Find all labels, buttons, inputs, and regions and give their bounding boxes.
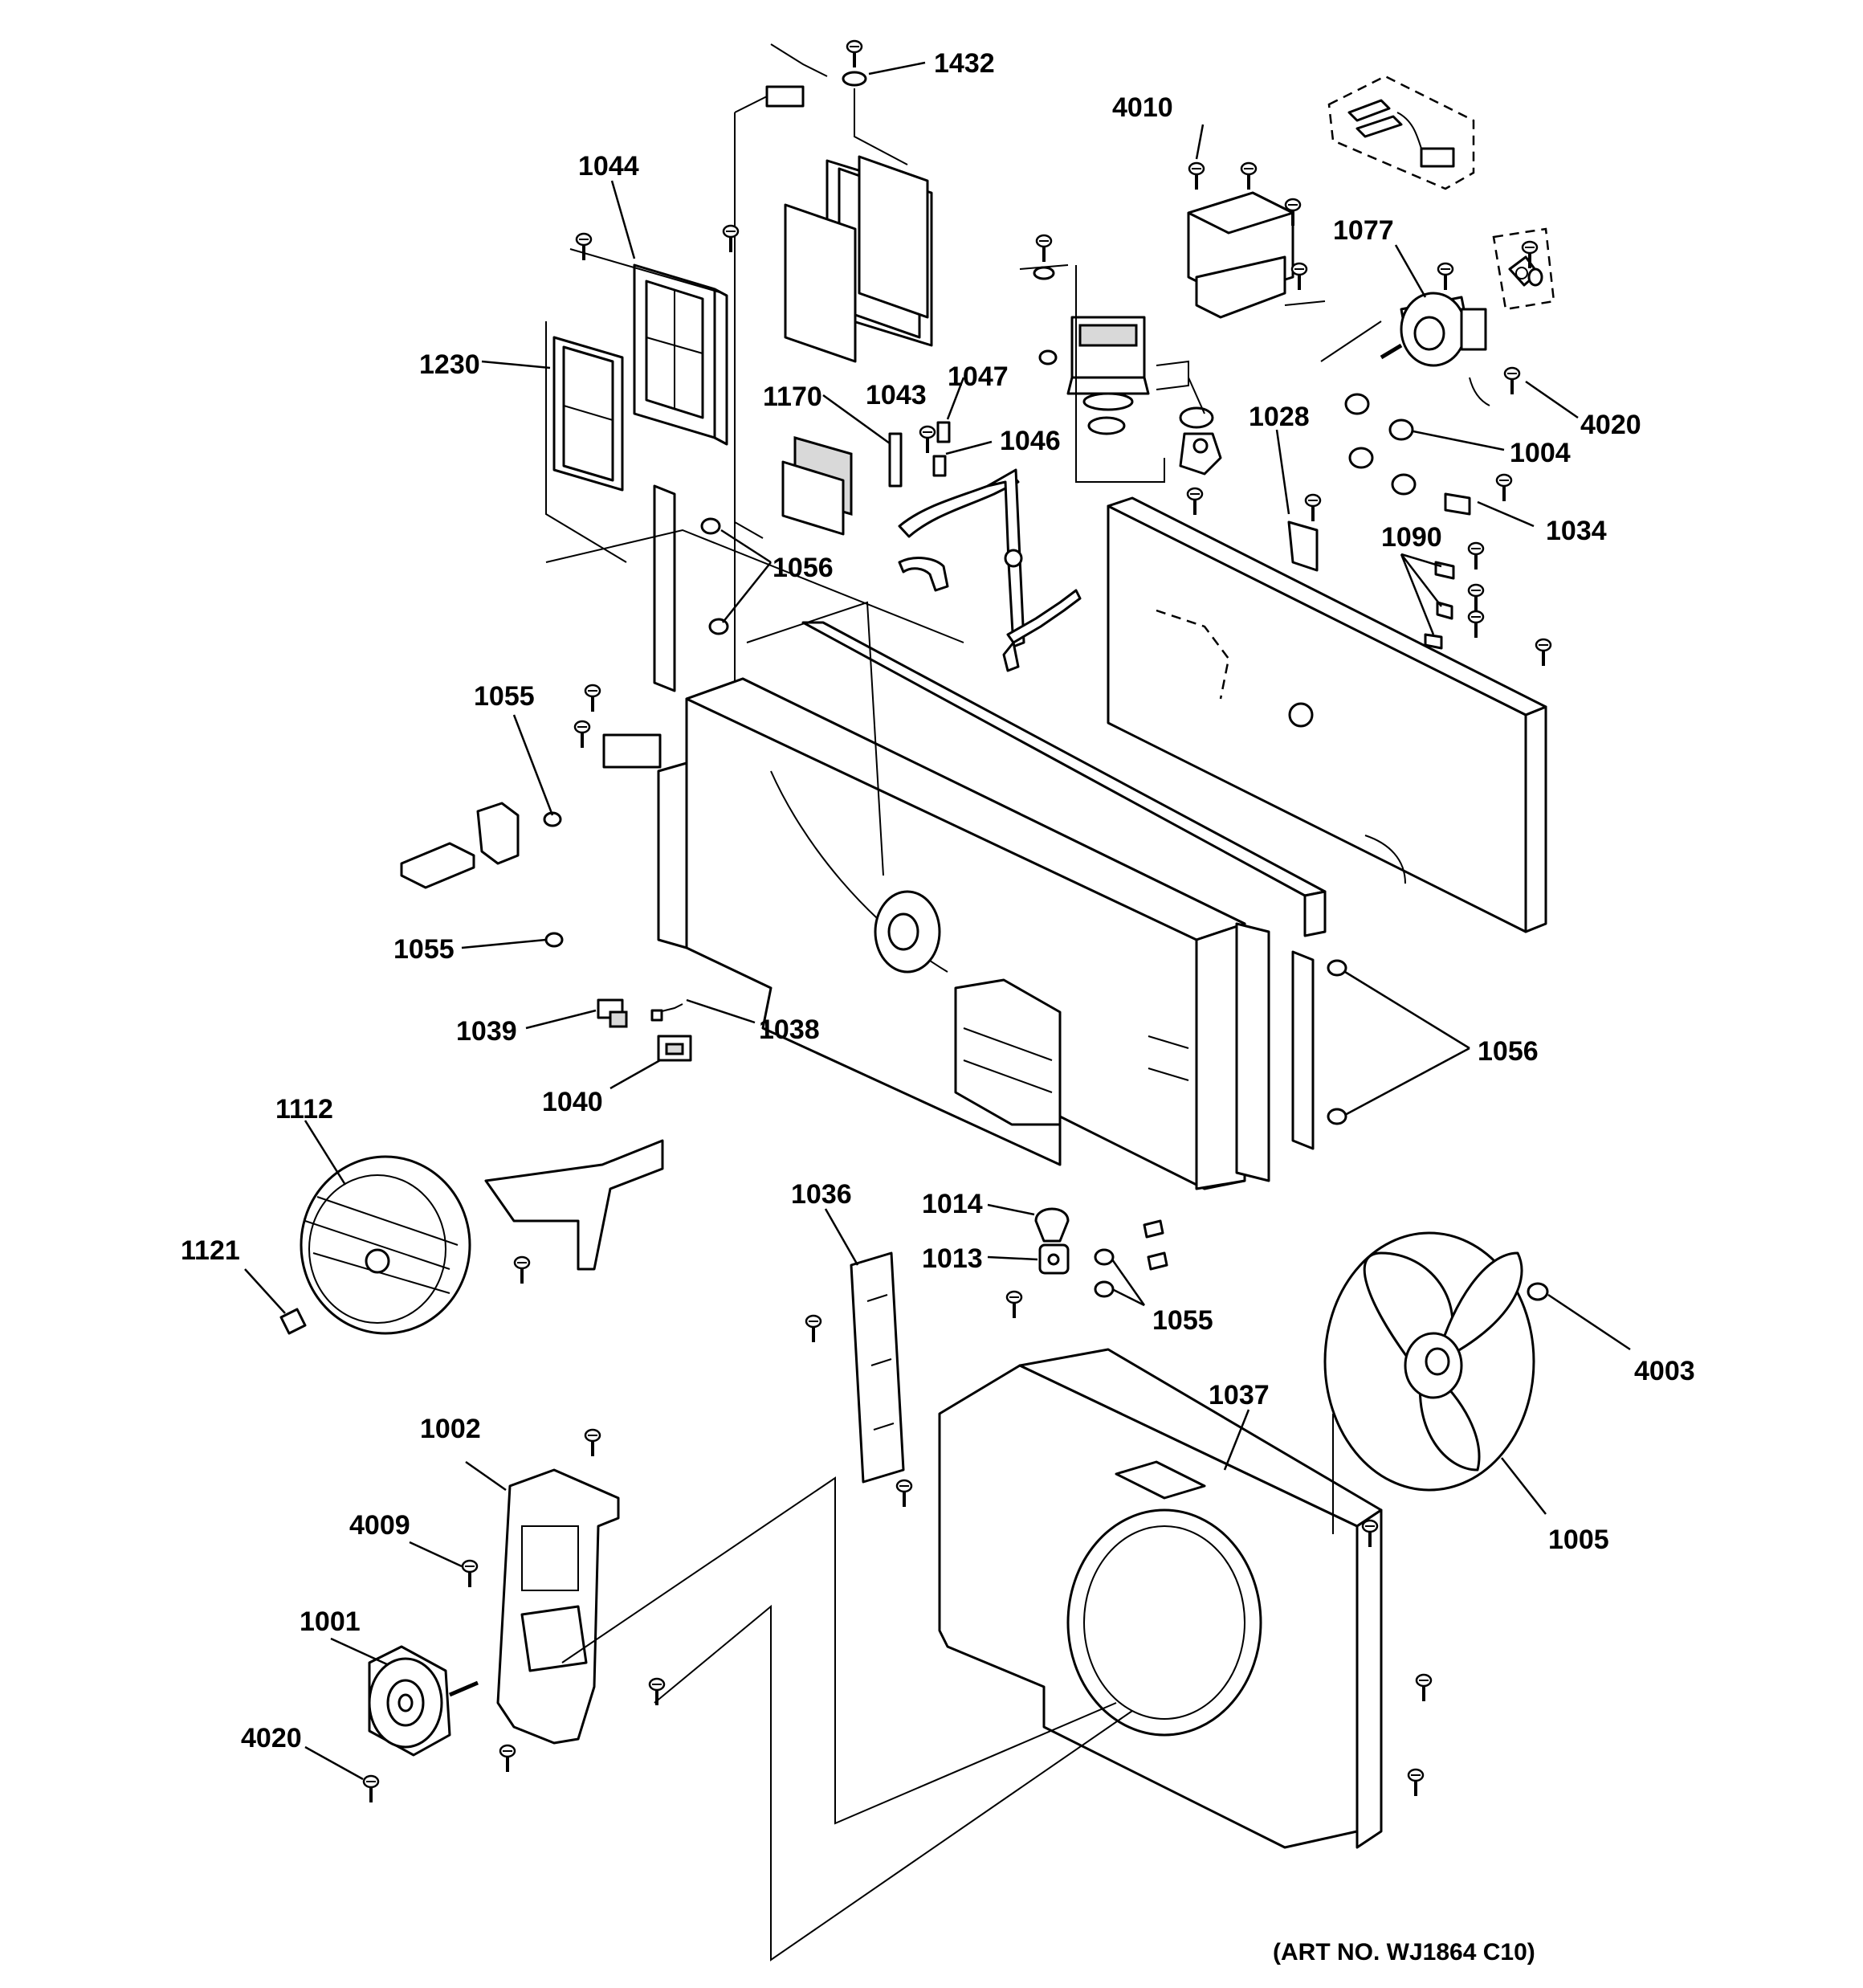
callout-1056-top: 1056: [773, 553, 834, 583]
callout-labels: 1432 4010 1044 1077 1230 1043 1047 1170 …: [181, 48, 1695, 1966]
part-1001-fan-motor: [362, 1645, 479, 1804]
part-1039-switch: [597, 998, 628, 1028]
callout-1055-a: 1055: [474, 681, 535, 712]
part-1040-switch: [657, 1035, 692, 1062]
part-1005-fan-blade: [1323, 1231, 1549, 1492]
part-4010-control-box: [1187, 161, 1326, 319]
part-1170-clip: [888, 425, 936, 488]
callout-1034: 1034: [1546, 516, 1607, 546]
part-1028-bracket: [1287, 493, 1322, 572]
callout-1036: 1036: [791, 1179, 852, 1210]
part-1046-drain-tube: [898, 468, 1082, 672]
callout-1047: 1047: [948, 361, 1009, 392]
callout-1039: 1039: [456, 1016, 517, 1047]
part-4009-screw: [461, 1559, 479, 1589]
part-harness-connector: [1327, 75, 1475, 190]
part-scroll-duct: [484, 1139, 664, 1285]
part-partition-panel: [1107, 496, 1547, 933]
part-main-base-pan: [657, 677, 1270, 1190]
part-1230-filter: [545, 321, 627, 563]
part-1055-nuts: [1094, 1219, 1168, 1298]
callout-1001: 1001: [300, 1606, 361, 1637]
callout-1044: 1044: [578, 151, 639, 182]
callout-1090: 1090: [1381, 522, 1442, 553]
callout-1170: 1170: [763, 382, 822, 412]
callout-4010: 4010: [1112, 92, 1173, 123]
callout-1230: 1230: [419, 349, 480, 380]
part-1432-screw-washer: [842, 39, 908, 165]
part-1090-clips: [1424, 541, 1552, 667]
callout-1014: 1014: [922, 1189, 983, 1219]
part-1034-clip: [1444, 473, 1513, 516]
callout-4020-bottom: 4020: [241, 1723, 302, 1753]
leader-lines: [244, 61, 1631, 1781]
part-1043-filter: [784, 155, 933, 363]
part-1044-grille: [569, 224, 740, 446]
callout-1055-b: 1055: [393, 934, 455, 965]
part-1014-clip: [1034, 1207, 1070, 1243]
part-long-seal-strip: [801, 621, 1327, 937]
callout-1028: 1028: [1249, 402, 1310, 432]
part-1013-grommet: [1038, 1243, 1070, 1275]
callout-1432: 1432: [934, 48, 995, 79]
callout-1046: 1046: [1000, 426, 1061, 456]
callout-1043: 1043: [866, 380, 927, 410]
callout-1005: 1005: [1548, 1525, 1609, 1555]
part-1112-blower-wheel: [279, 1155, 471, 1335]
callout-4003: 4003: [1634, 1356, 1695, 1386]
callout-1013: 1013: [922, 1243, 983, 1274]
callout-1038: 1038: [759, 1014, 820, 1045]
part-1037-shroud: [895, 1290, 1433, 1849]
callout-1002: 1002: [420, 1414, 481, 1444]
callout-1037: 1037: [1209, 1380, 1270, 1410]
part-1004-grommets: [1344, 393, 1417, 496]
part-filter-pads: [781, 436, 853, 536]
part-1038-spring: [650, 1003, 683, 1022]
callout-4020-top: 4020: [1580, 410, 1641, 440]
part-valve-assembly: [1019, 234, 1189, 483]
callout-1040: 1040: [542, 1087, 603, 1117]
callout-4009: 4009: [349, 1510, 410, 1541]
part-1002-motor-bracket: [496, 1428, 666, 1774]
assembly-reference-lines: [545, 529, 1133, 1961]
callout-1056-right: 1056: [1478, 1036, 1539, 1067]
part-float-assembly: [1179, 377, 1222, 516]
part-1055-drain-bracket: [400, 684, 662, 948]
part-1036-bracket: [805, 1251, 905, 1484]
callout-1055-c: 1055: [1152, 1305, 1213, 1336]
callout-1121: 1121: [181, 1235, 240, 1266]
part-1077-motor: [1320, 227, 1555, 406]
callout-1112: 1112: [275, 1094, 333, 1125]
part-1056-seal-left: [653, 484, 729, 692]
part-1056-seal-right: [1291, 950, 1347, 1150]
callout-1077: 1077: [1333, 215, 1394, 246]
callout-1004: 1004: [1510, 438, 1571, 468]
part-1047-grommet: [932, 421, 951, 477]
art-number: (ART NO. WJ1864 C10): [1273, 1939, 1535, 1966]
